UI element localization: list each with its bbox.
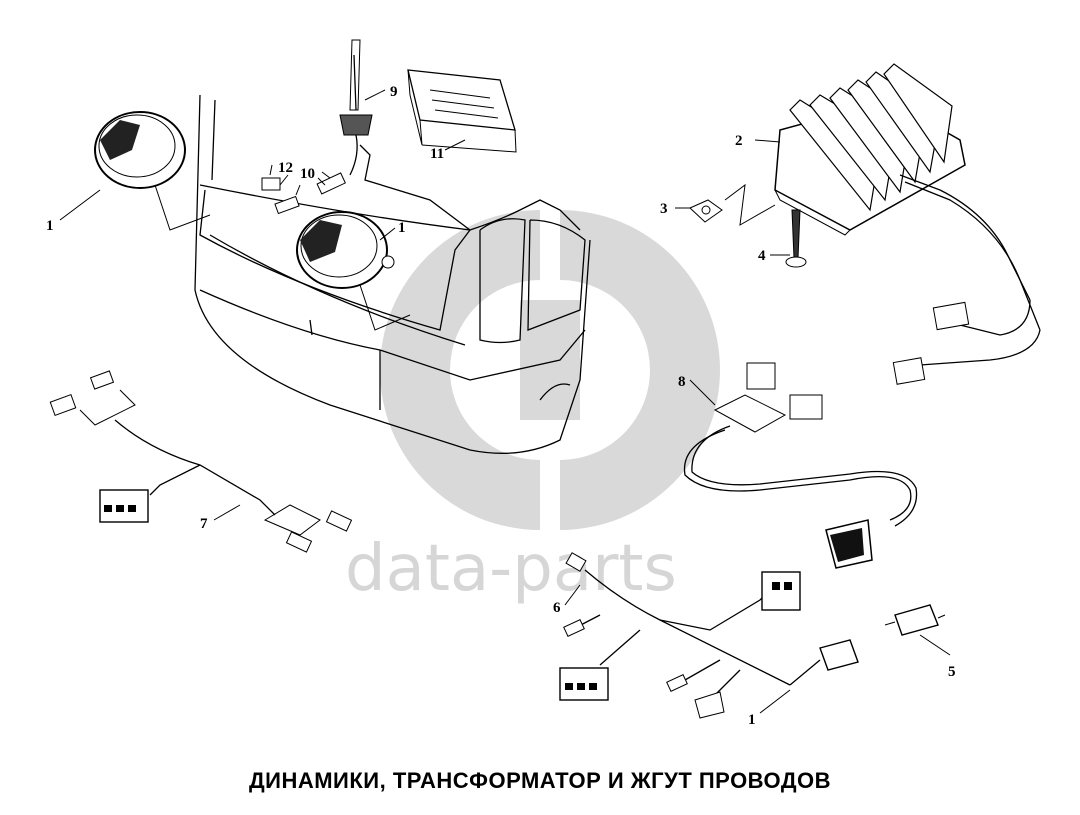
switch-5 [884, 604, 951, 656]
speaker-left [94, 111, 211, 231]
callout-5: 5 [948, 664, 956, 680]
leader-lines [59, 89, 791, 714]
callout-2: 2 [735, 133, 743, 149]
plug-parts [261, 164, 346, 215]
cab-outline [194, 94, 591, 454]
callout-6: 6 [553, 600, 561, 616]
callout-1-speaker-left: 1 [46, 218, 54, 234]
screw [785, 209, 807, 268]
diagram-caption: ДИНАМИКИ, ТРАНСФОРМАТОР И ЖГУТ ПРОВОДОВ [248, 768, 832, 793]
watermark-logo [380, 210, 720, 530]
callout-11: 11 [430, 146, 444, 162]
callout-1-speaker-center: 1 [398, 220, 406, 236]
callout-3: 3 [660, 201, 668, 217]
harness-7 [49, 370, 353, 553]
callout-8: 8 [678, 374, 686, 390]
callout-12: 12 [278, 160, 293, 176]
callout-7: 7 [200, 516, 208, 532]
callout-4: 4 [758, 248, 766, 264]
harness-8 [683, 362, 918, 569]
nut [689, 183, 776, 226]
harness-6 [559, 552, 859, 719]
callout-1-harness: 1 [748, 712, 756, 728]
antenna [339, 39, 373, 176]
transformer [774, 63, 1041, 385]
radio-unit [407, 69, 517, 153]
callout-10: 10 [300, 166, 315, 182]
speaker-center [296, 211, 411, 331]
callout-9: 9 [390, 84, 398, 100]
watermark-text: data-parts [345, 532, 677, 606]
